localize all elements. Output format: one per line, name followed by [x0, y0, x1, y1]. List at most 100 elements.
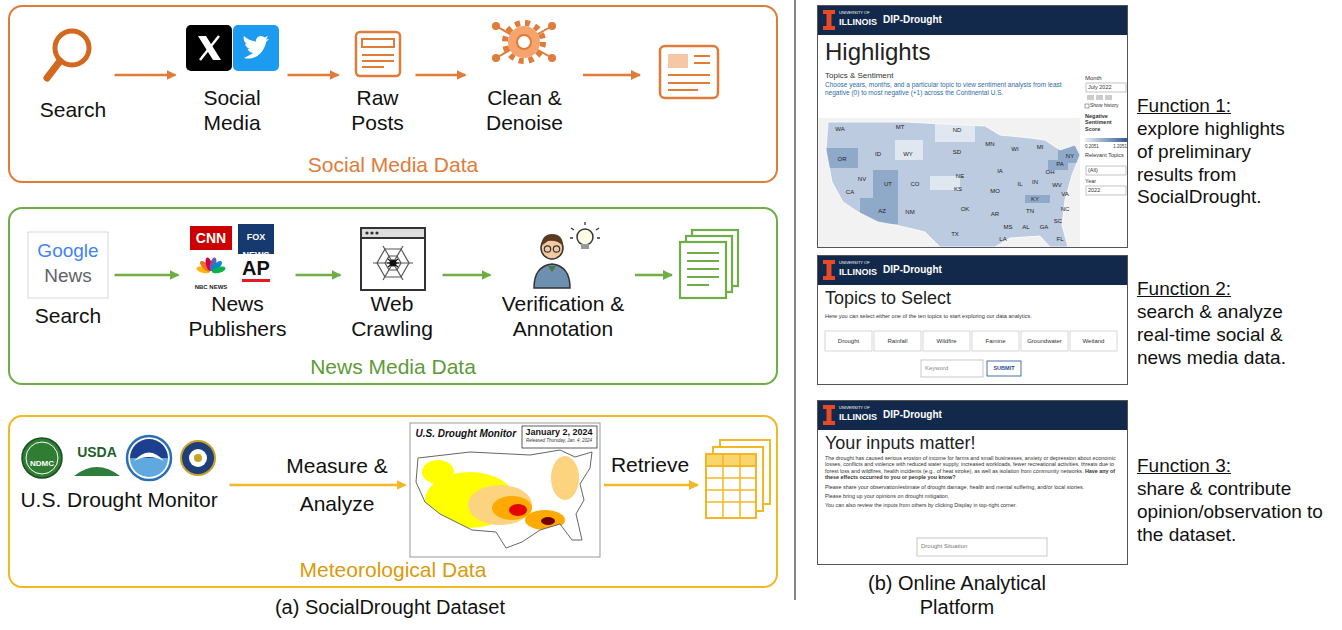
browser-spider-icon [377, 249, 409, 277]
posts-icon [362, 66, 384, 68]
state-abbr: MT [896, 124, 905, 130]
band-title: Social Media Data [308, 153, 478, 176]
us-map [935, 124, 975, 142]
function-description: explore highlights of preliminary result… [1137, 118, 1285, 207]
dataset-band: Social Media DataSearchSocial MediaRaw P… [8, 5, 778, 183]
logo-text: ILLINOIS [839, 17, 877, 27]
site-title: DIP-Drought [883, 409, 942, 420]
us-map [826, 122, 1080, 247]
paragraph: Please share your observation/estimate o… [825, 484, 1084, 490]
step-label: Clean & Denoise [470, 85, 580, 135]
ap-logo [242, 279, 270, 282]
noaa-logo [127, 436, 171, 480]
drought-map [509, 504, 527, 516]
control [972, 331, 1019, 351]
state-abbr: MS [1004, 224, 1013, 230]
browser-spider-icon [365, 231, 368, 234]
drought-map [410, 423, 600, 557]
gear-icon [492, 22, 500, 30]
input-placeholder: Drought Situation [921, 543, 967, 549]
logo-text: ILLINOIS [839, 267, 877, 277]
text-frame: Rainfall [874, 338, 921, 345]
us-map [873, 170, 898, 198]
text-frame: NV [856, 176, 868, 183]
text-frame: DIP-Drought [883, 409, 983, 421]
text-frame: Wetland [1070, 338, 1117, 345]
state-abbr: OH [1046, 169, 1055, 175]
state-abbr: IL [1017, 181, 1022, 187]
us-map [1048, 160, 1068, 170]
state-abbr: MI [1037, 144, 1044, 150]
screen-header [823, 405, 835, 425]
logo-text: Google [37, 240, 98, 261]
text-frame: CO [909, 181, 921, 188]
annotator-icon [534, 222, 600, 288]
screen-header [817, 255, 1128, 285]
paragraph: Please bring up your opinions on drought… [825, 493, 949, 499]
annotator-icon [577, 229, 593, 245]
gear-icon [492, 54, 500, 62]
edge-label-frame: Measure & Analyze [281, 447, 393, 523]
drought-map [551, 456, 579, 500]
commerce-logo [181, 441, 215, 475]
documents-icon [680, 230, 738, 298]
drought-map [541, 517, 555, 525]
text-frame: UNIVERSITY OF [839, 406, 889, 411]
state-abbr: VA [1061, 191, 1069, 197]
subfigure-caption: (b) Online Analytical Platform [868, 572, 1046, 618]
state-abbr: SC [1054, 218, 1062, 224]
documents-icon [687, 252, 719, 254]
process-step: Search [35, 25, 112, 135]
label-frame: Google [30, 240, 106, 263]
screen-header [823, 260, 835, 280]
subfigure-caption: (a) SocialDrought Dataset [275, 596, 505, 618]
documents-icon [687, 268, 719, 270]
screen-header [817, 5, 1128, 35]
text-frame: SUBMIT [987, 365, 1021, 371]
twitter-logo [233, 25, 279, 71]
topic-button: Drought [838, 338, 859, 344]
label-frame: CNN [190, 229, 232, 247]
text-frame: SC [1052, 218, 1064, 225]
gear-icon [517, 35, 531, 49]
state-abbr: CA [846, 189, 854, 195]
text-frame: LA [997, 236, 1009, 243]
us-map [895, 140, 923, 160]
text-frame: AZ [876, 208, 888, 215]
flow-arrow [583, 75, 640, 76]
drought-map [525, 510, 565, 530]
document-icon [668, 54, 688, 68]
state-abbr: AZ [878, 208, 886, 214]
dataset-band: News Media DataSearchNews PublishersWeb … [8, 207, 778, 385]
page-title: Highlights [825, 38, 930, 65]
gear-icon [548, 54, 556, 62]
text-frame: Drought [825, 338, 872, 345]
us-map [930, 176, 960, 190]
screen-header [817, 5, 1128, 35]
map-title: U.S. Drought Monitor [416, 428, 517, 439]
step-text-frame: Search [25, 290, 112, 342]
text-frame: CA [844, 189, 856, 196]
logo-text: ILLINOIS [839, 412, 877, 422]
text-frame: Please bring up your opinions on drought… [825, 493, 1121, 499]
text-frame: 2022 [1088, 187, 1125, 193]
state-abbr: GA [1040, 224, 1049, 230]
control [874, 331, 921, 351]
function-description: search & analyze real-time social & news… [1137, 301, 1286, 368]
state-abbr: FL [1056, 236, 1063, 242]
text-frame: DIP-Drought [883, 14, 983, 26]
state-abbr: CO [911, 181, 920, 187]
label-frame: Function 3: [1137, 455, 1337, 478]
text-frame: KS [952, 186, 964, 193]
flow-arrow [416, 74, 466, 77]
table-icon [706, 440, 770, 518]
text-frame: Show history [1090, 103, 1127, 109]
text-frame: Highlights [825, 38, 1045, 66]
state-abbr: AL [1022, 224, 1029, 230]
logo-text: UNIVERSITY OF [839, 10, 870, 15]
process-step: Clean & Denoise [470, 25, 580, 135]
ndmc-logo [26, 442, 58, 474]
text-frame: WA [834, 126, 846, 133]
topic-button: Famine [985, 338, 1005, 344]
state-abbr: NE [956, 173, 964, 179]
